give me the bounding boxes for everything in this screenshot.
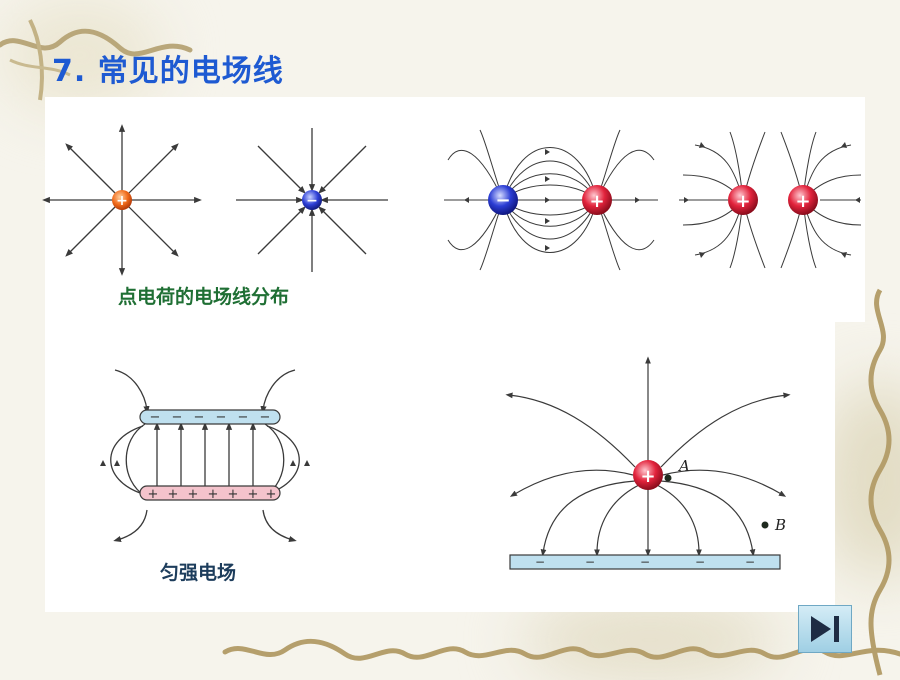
positive-charge	[633, 460, 663, 490]
minus-sign: −	[495, 190, 510, 211]
plus-sign: +	[208, 487, 219, 502]
top-vine-decoration	[0, 19, 193, 101]
end-bar-icon	[834, 616, 839, 642]
top-panel	[45, 97, 865, 322]
minus-sign: −	[238, 410, 249, 425]
like-charges-field-diagram: + +	[679, 131, 862, 269]
plus-sign: +	[640, 466, 655, 487]
plus-sign: +	[266, 487, 277, 502]
minus-sign: −	[585, 555, 595, 569]
positive-plate	[139, 485, 281, 501]
minus-sign: −	[306, 193, 318, 209]
minus-sign: −	[172, 410, 183, 425]
positive-charge	[788, 185, 818, 215]
minus-sign: −	[535, 555, 545, 569]
plus-sign: +	[589, 191, 604, 212]
point-a-label: A	[677, 457, 690, 475]
plus-sign: +	[228, 487, 239, 502]
minus-sign: −	[216, 410, 227, 425]
dipole-field-diagram: − +	[444, 129, 658, 271]
background-blob	[520, 600, 780, 680]
bottom-vine-decoration	[222, 638, 900, 661]
negative-charge	[302, 190, 322, 210]
minus-sign: −	[695, 555, 705, 569]
negative-charge	[488, 185, 518, 215]
plus-sign: +	[168, 487, 179, 502]
minus-sign: −	[150, 410, 161, 425]
plus-sign: +	[116, 193, 128, 209]
plus-sign: +	[795, 191, 810, 212]
uniform-field-diagram: − − − − − − + + + + + + +	[100, 369, 310, 542]
right-vine-decoration	[868, 288, 892, 676]
point-b-dot	[761, 521, 769, 529]
positive-charge	[112, 190, 132, 210]
plus-sign: +	[148, 487, 159, 502]
plus-sign: +	[188, 487, 199, 502]
page-title: 7. 常见的电场线	[52, 54, 284, 89]
positive-point-charge-field: +	[42, 124, 202, 276]
uniform-field-caption: 匀强电场	[160, 562, 237, 584]
negative-plate	[139, 409, 281, 425]
next-slide-button[interactable]	[798, 605, 852, 653]
plus-sign: +	[248, 487, 259, 502]
minus-sign: −	[640, 555, 650, 569]
minus-sign: −	[194, 410, 205, 425]
point-b-label: B	[774, 516, 786, 534]
point-a-dot	[664, 474, 672, 482]
positive-charge	[728, 185, 758, 215]
negative-plate	[509, 554, 781, 570]
minus-sign: −	[745, 555, 755, 569]
minus-sign: −	[260, 410, 271, 425]
charge-above-plate-diagram: − − − − − + A B	[505, 356, 791, 570]
positive-charge	[582, 185, 612, 215]
plus-sign: +	[735, 191, 750, 212]
negative-point-charge-field: −	[236, 128, 388, 272]
play-icon	[811, 616, 831, 642]
point-charge-caption: 点电荷的电场线分布	[118, 286, 290, 308]
